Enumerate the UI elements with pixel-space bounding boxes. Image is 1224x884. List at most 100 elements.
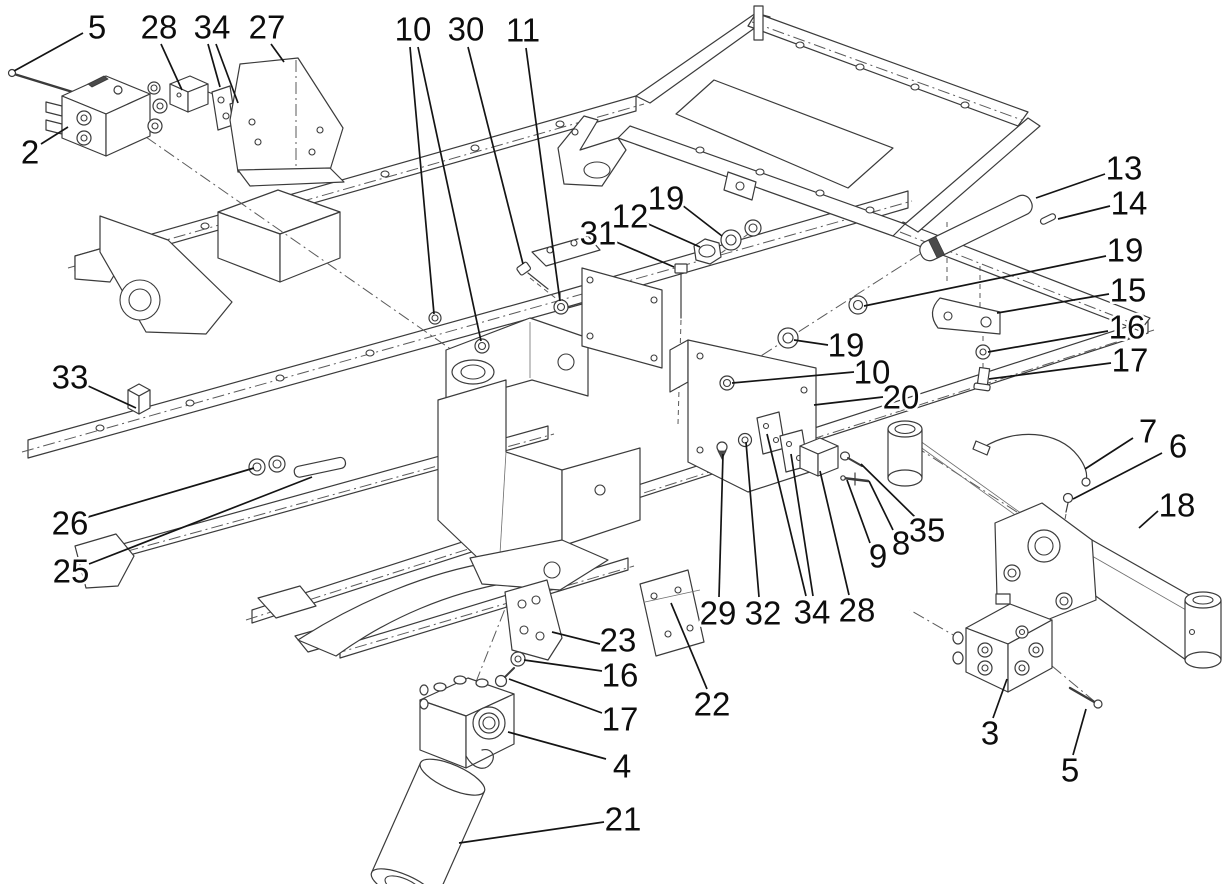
callout-number: 3	[981, 715, 999, 752]
callout-number: 10	[395, 11, 432, 48]
callout-number: 8	[892, 525, 910, 562]
callout-leader-line	[987, 330, 1109, 353]
callout-leader-line	[508, 678, 603, 714]
solenoid-block-28-bottom	[799, 437, 839, 477]
mount-bracket-27	[229, 57, 345, 187]
spacer-plates-34-bottom	[756, 411, 809, 473]
callout-leader-line	[525, 47, 561, 302]
callout-number: 16	[602, 657, 639, 694]
callout-number: 16	[1109, 309, 1146, 346]
callout-11: 11	[503, 9, 561, 302]
callout-19: 19	[645, 177, 723, 237]
callout-leader-line	[613, 240, 675, 268]
bolt-17-bottom	[494, 667, 515, 688]
callout-leader-line	[458, 821, 605, 844]
callout-number: 13	[1106, 150, 1143, 187]
callout-leader-line	[860, 463, 917, 519]
callout-number: 26	[52, 505, 89, 542]
callout-leader-line	[846, 479, 871, 544]
callout-number: 14	[1111, 185, 1148, 222]
callout-number: 19	[648, 180, 685, 217]
fitting-6	[1062, 492, 1074, 513]
callout-leader-line	[790, 453, 814, 597]
callout-9: 9	[846, 479, 890, 577]
callout-3: 3	[978, 678, 1008, 754]
callout-19: 19	[863, 229, 1146, 307]
callout-leader-line	[813, 396, 884, 406]
callout-35: 35	[860, 463, 948, 551]
callout-number: 30	[448, 11, 485, 48]
callout-number: 27	[249, 9, 286, 46]
callout-leader-line	[87, 467, 255, 518]
callout-30: 30	[445, 8, 524, 265]
fastener-cluster	[428, 219, 991, 392]
callout-leader-line	[645, 222, 701, 248]
callout-17: 17	[508, 678, 641, 740]
screw-29	[716, 441, 728, 460]
callout-number: 17	[1112, 342, 1149, 379]
roller-21	[370, 758, 486, 884]
callout-number: 11	[506, 12, 540, 49]
callout-14: 14	[1057, 182, 1150, 224]
callout-leader-line	[819, 470, 850, 596]
callout-number: 15	[1110, 272, 1147, 309]
callout-4: 4	[507, 731, 634, 787]
bolt-17-right	[973, 366, 991, 392]
callout-16: 16	[523, 654, 641, 696]
callout-leader-line	[992, 678, 1008, 719]
callout-number: 35	[909, 512, 946, 549]
callout-18: 18	[1138, 484, 1198, 529]
callout-leader-line	[868, 480, 894, 531]
callout-leader-line	[745, 441, 760, 598]
callout-leader-line	[160, 43, 183, 91]
callout-leader-line	[1138, 510, 1159, 529]
callout-leader-line	[13, 32, 84, 72]
callout-number: 4	[613, 748, 631, 785]
callout-number: 20	[883, 379, 920, 416]
callout-21: 21	[458, 798, 644, 844]
engine-deck	[617, 5, 1041, 237]
callout-number: 25	[53, 553, 90, 590]
pin-8-9	[840, 472, 870, 486]
callout-7: 7	[1084, 410, 1160, 470]
callout-number: 33	[52, 359, 89, 396]
callout-leader-line	[766, 433, 807, 597]
plate-22	[639, 569, 705, 657]
callout-5: 5	[13, 6, 109, 72]
bumper-33	[127, 383, 151, 415]
callout-leader-line	[270, 43, 285, 63]
bolt-35	[839, 451, 863, 467]
callout-26: 26	[49, 467, 255, 544]
left-front-structures	[99, 115, 627, 335]
callout-13: 13	[1035, 147, 1145, 199]
callout-number: 21	[605, 801, 642, 838]
valve-block-4	[419, 675, 515, 769]
callout-22: 22	[670, 602, 733, 725]
bolt-30	[516, 261, 532, 276]
callout-6: 6	[1072, 425, 1190, 500]
callout-16: 16	[987, 306, 1148, 353]
cylinder-rod-13	[919, 194, 1057, 262]
callout-number: 7	[1139, 413, 1157, 450]
callout-leader-line	[40, 126, 69, 145]
callout-leader-line	[718, 453, 724, 598]
callout-number: 28	[141, 9, 178, 46]
callout-number: 29	[700, 595, 737, 632]
callout-28: 28	[138, 6, 183, 91]
hydraulic-hose-7	[983, 433, 1088, 481]
callout-leader-line	[1084, 437, 1134, 470]
callout-number: 28	[839, 592, 876, 629]
callout-number: 19	[1107, 232, 1144, 269]
callout-leader-line	[507, 731, 607, 760]
callout-leader-line	[1035, 173, 1106, 199]
callout-10: 10	[731, 351, 893, 393]
callout-25: 25	[50, 476, 313, 592]
callout-leader-line	[793, 339, 829, 346]
callout-leader-line	[863, 255, 1107, 307]
bottom-center-parts	[370, 569, 705, 884]
callout-12: 12	[609, 195, 701, 248]
callout-10: 10	[392, 8, 482, 342]
callout-leader-line	[551, 631, 601, 645]
callout-leader-line	[681, 204, 723, 237]
